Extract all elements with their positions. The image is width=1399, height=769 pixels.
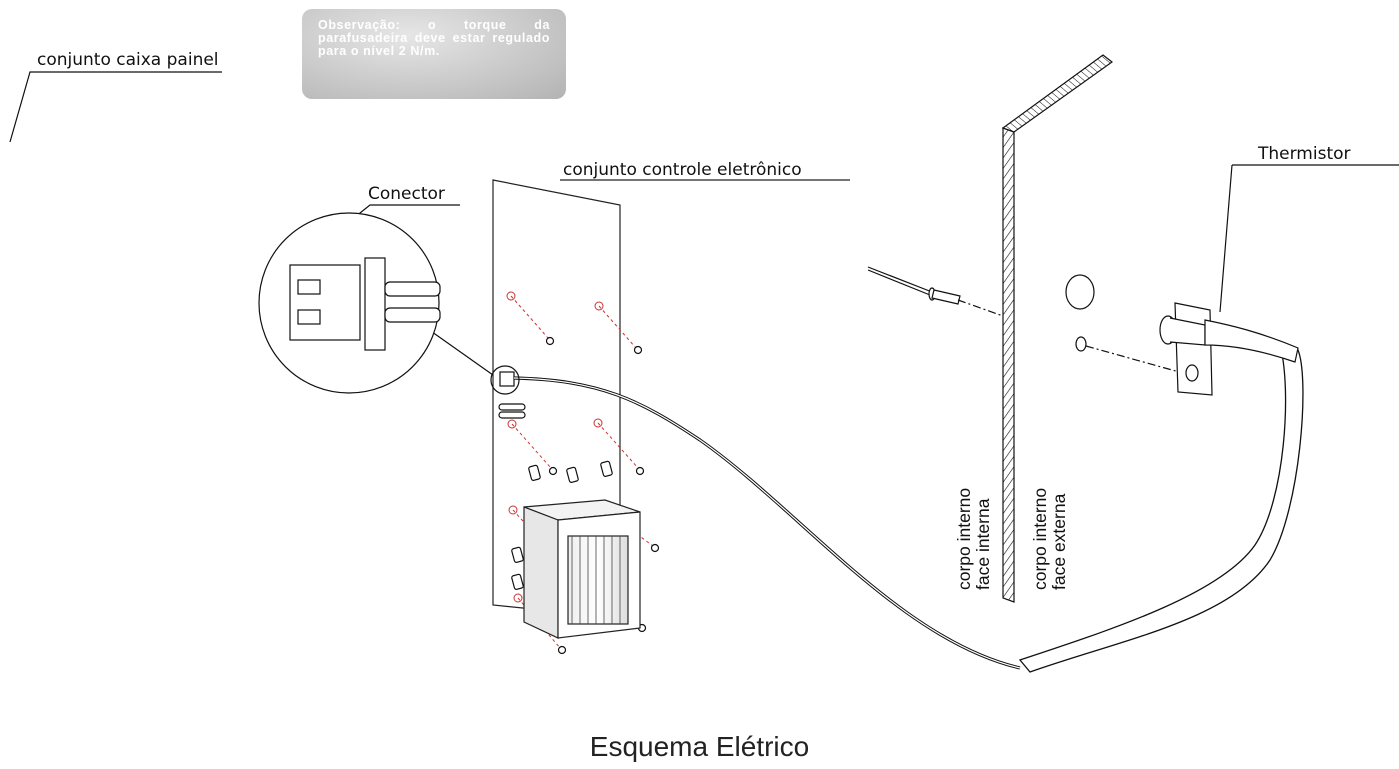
face-externa-text: face externa [1049,493,1069,590]
caixa-painel-label: conjunto caixa painel [37,50,219,70]
conector-label: Conector [368,184,445,204]
diagram-title: Esquema Elétrico [589,731,810,762]
torque-note: Observação: o torque da parafusadeira de… [302,9,566,99]
caixa-painel-leader [9,71,222,143]
corpo-interno-face-externa-label: corpo interno face externa [1030,487,1069,590]
controle-eletronico-label: conjunto controle eletrônico [563,160,802,180]
wire-harness [499,344,1304,673]
torque-note-text: Observação: o torque da parafusadeira de… [318,18,550,58]
corpo-interno-face-interna-label: corpo interno face interna [954,487,993,590]
face-interna-text: face interna [973,498,993,590]
conector-callout [258,204,520,395]
corpo-interno-text-2: corpo interno [1030,487,1050,590]
thermistor-label: Thermistor [1258,144,1351,164]
thermistor-assembly [867,164,1399,396]
control-board [492,179,850,655]
wall-section [1001,54,1114,603]
corpo-interno-text-1: corpo interno [954,487,974,590]
